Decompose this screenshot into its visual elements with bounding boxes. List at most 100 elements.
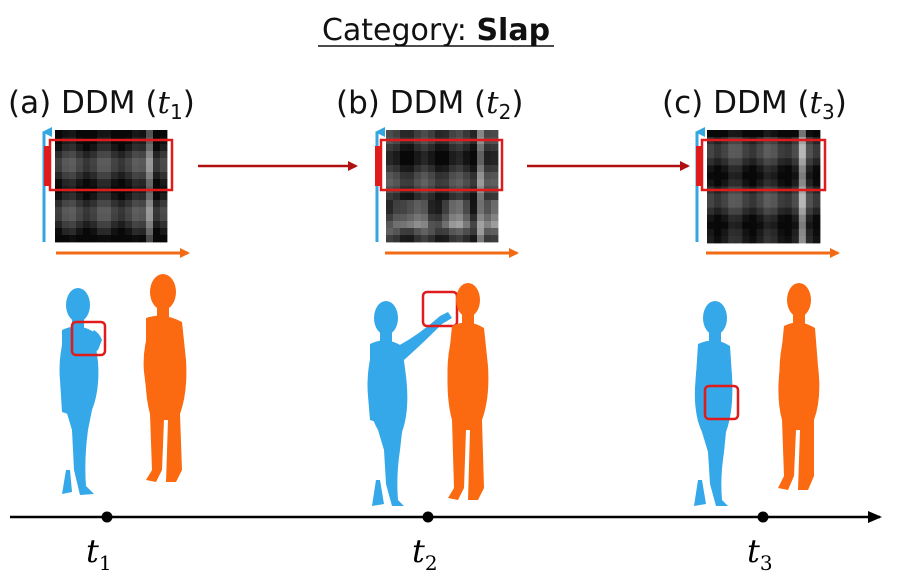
matrix-cell xyxy=(90,221,98,229)
matrix-cell xyxy=(491,207,499,215)
matrix-cell xyxy=(132,130,140,138)
matrix-cell xyxy=(104,165,112,173)
matrix-cell xyxy=(97,235,105,243)
matrix-cell xyxy=(153,193,161,201)
matrix-cell xyxy=(90,193,98,201)
matrix-cell xyxy=(83,214,91,222)
matrix-cell xyxy=(456,158,464,166)
matrix-cell xyxy=(763,214,771,223)
matrix-cell xyxy=(484,179,492,187)
matrix-cell xyxy=(62,165,70,173)
matrix-cell xyxy=(83,130,91,138)
matrix-cell xyxy=(83,235,91,243)
matrix-cell xyxy=(69,179,77,187)
matrix-cell xyxy=(104,130,112,138)
matrix-cell xyxy=(742,221,750,230)
matrix-cell xyxy=(97,221,105,229)
matrix-cell xyxy=(132,144,140,152)
matrix-cell xyxy=(742,207,750,216)
matrix-cell xyxy=(791,144,800,152)
matrix-cell xyxy=(742,144,750,152)
matrix-cell xyxy=(118,193,126,201)
matrix-cell xyxy=(770,179,779,187)
matrix-cell xyxy=(160,179,168,187)
matrix-cell xyxy=(791,235,800,244)
matrix-cell xyxy=(69,200,77,208)
matrix-cell xyxy=(791,214,800,223)
matrix-cell xyxy=(428,144,436,152)
matrix-cell xyxy=(125,144,133,152)
matrix-cell xyxy=(442,158,450,166)
matrix-cell xyxy=(805,144,814,152)
matrix-cell xyxy=(118,200,126,208)
matrix-cell xyxy=(484,151,492,159)
matrix-cell xyxy=(477,144,485,152)
matrix-cell xyxy=(798,235,807,244)
matrix-cell xyxy=(125,228,133,236)
matrix-cell xyxy=(69,151,77,159)
matrix-cell xyxy=(62,144,70,152)
matrix-cell xyxy=(735,165,743,173)
matrix-cell xyxy=(470,200,478,208)
matrix-cell xyxy=(69,228,77,236)
matrix-cell xyxy=(812,207,821,216)
matrix-cell xyxy=(111,179,119,187)
matrix-cell xyxy=(484,235,492,243)
matrix-cell xyxy=(484,144,492,152)
matrix-cell xyxy=(721,193,729,202)
matrix-cell xyxy=(414,193,422,201)
matrix-cell xyxy=(393,172,401,180)
matrix-cell xyxy=(798,228,807,237)
matrix-cell xyxy=(104,221,112,229)
matrix-cell xyxy=(470,158,478,166)
scene-3-orange-person xyxy=(778,283,820,490)
matrix-cell xyxy=(470,144,478,152)
matrix-cell xyxy=(805,214,814,223)
matrix-cell xyxy=(770,130,779,138)
matrix-cell xyxy=(735,144,743,152)
matrix-cell xyxy=(146,221,154,229)
matrix-cell xyxy=(428,158,436,166)
matrix-cell xyxy=(784,165,793,173)
matrix-cell xyxy=(139,144,147,152)
matrix-cell xyxy=(742,130,750,138)
matrix-cell xyxy=(491,221,499,229)
matrix-cell xyxy=(456,235,464,243)
matrix-cell xyxy=(714,221,722,230)
matrix-cell xyxy=(812,228,821,237)
matrix-cell xyxy=(777,200,786,209)
matrix-cell xyxy=(55,200,63,208)
matrix-cell xyxy=(735,214,743,223)
matrix-cell xyxy=(414,200,422,208)
matrix-cell xyxy=(763,221,771,230)
matrix-cell xyxy=(76,144,84,152)
matrix-cell xyxy=(421,235,429,243)
matrix-cell xyxy=(125,235,133,243)
matrix-cell xyxy=(407,235,415,243)
matrix-cell xyxy=(798,144,807,152)
matrix-cell xyxy=(386,151,394,159)
matrix-cell xyxy=(791,158,800,166)
matrix-cell xyxy=(449,179,457,187)
matrix-cell xyxy=(139,221,147,229)
matrix-cell xyxy=(393,200,401,208)
matrix-cell xyxy=(160,172,168,180)
matrix-cell xyxy=(69,158,77,166)
matrix-cell xyxy=(407,200,415,208)
matrix-cell xyxy=(777,158,786,166)
matrix-cell xyxy=(125,151,133,159)
matrix-cell xyxy=(749,151,757,159)
matrix-cell xyxy=(76,158,84,166)
matrix-cell xyxy=(400,130,408,138)
matrix-cell xyxy=(463,144,471,152)
matrix-cell xyxy=(484,207,492,215)
matrix-cell xyxy=(118,235,126,243)
matrix-cell xyxy=(400,179,408,187)
matrix-cell xyxy=(749,179,757,187)
matrix-cell xyxy=(125,172,133,180)
matrix-cell xyxy=(407,158,415,166)
matrix-cell xyxy=(477,193,485,201)
matrix-cell xyxy=(456,172,464,180)
matrix-cell xyxy=(146,172,154,180)
matrix-cell xyxy=(763,228,771,237)
